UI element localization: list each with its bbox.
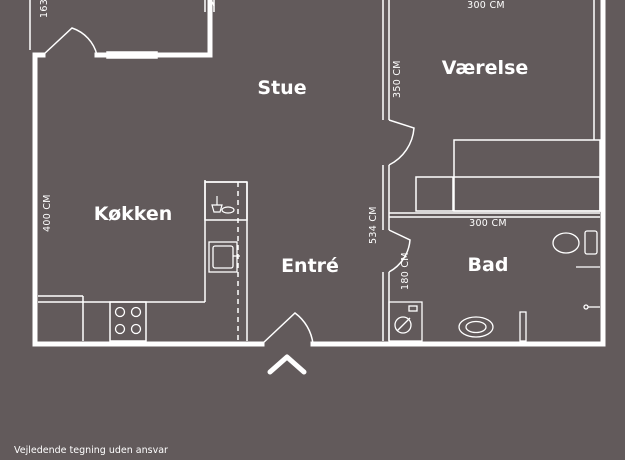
bath-fixtures xyxy=(519,266,600,342)
outer-walls xyxy=(32,0,606,347)
bathroom-sink-icon xyxy=(458,316,494,338)
interior-walls xyxy=(29,0,601,342)
disclaimer-text: Vejledende tegning uden ansvar xyxy=(14,445,168,456)
room-label-entre: Entré xyxy=(281,255,339,277)
dishwasher-icon xyxy=(211,196,235,214)
dimension-top-left: 163 xyxy=(39,0,50,18)
room-label-bad: Bad xyxy=(468,254,509,276)
doors xyxy=(42,0,415,345)
room-label-vaerelse: Værelse xyxy=(442,57,529,79)
washing-machine-icon xyxy=(388,301,423,342)
toilet-icon xyxy=(552,230,598,255)
kitchen-sink-icon xyxy=(208,241,240,273)
dimension-entre-height: 534 CM xyxy=(368,206,379,244)
dimension-kokken-height: 400 CM xyxy=(42,194,53,232)
dimension-bad-width: 300 CM xyxy=(469,218,507,229)
dimension-bad-height: 180 CM xyxy=(400,252,411,290)
room-label-stue: Stue xyxy=(257,77,306,99)
dimension-top-room: 300 CM xyxy=(467,0,505,11)
room-label-kokken: Køkken xyxy=(94,203,173,225)
dimension-vaerelse-height: 350 CM xyxy=(392,60,403,98)
entrance-arrow-icon xyxy=(267,354,307,375)
stove-icon xyxy=(114,306,142,335)
